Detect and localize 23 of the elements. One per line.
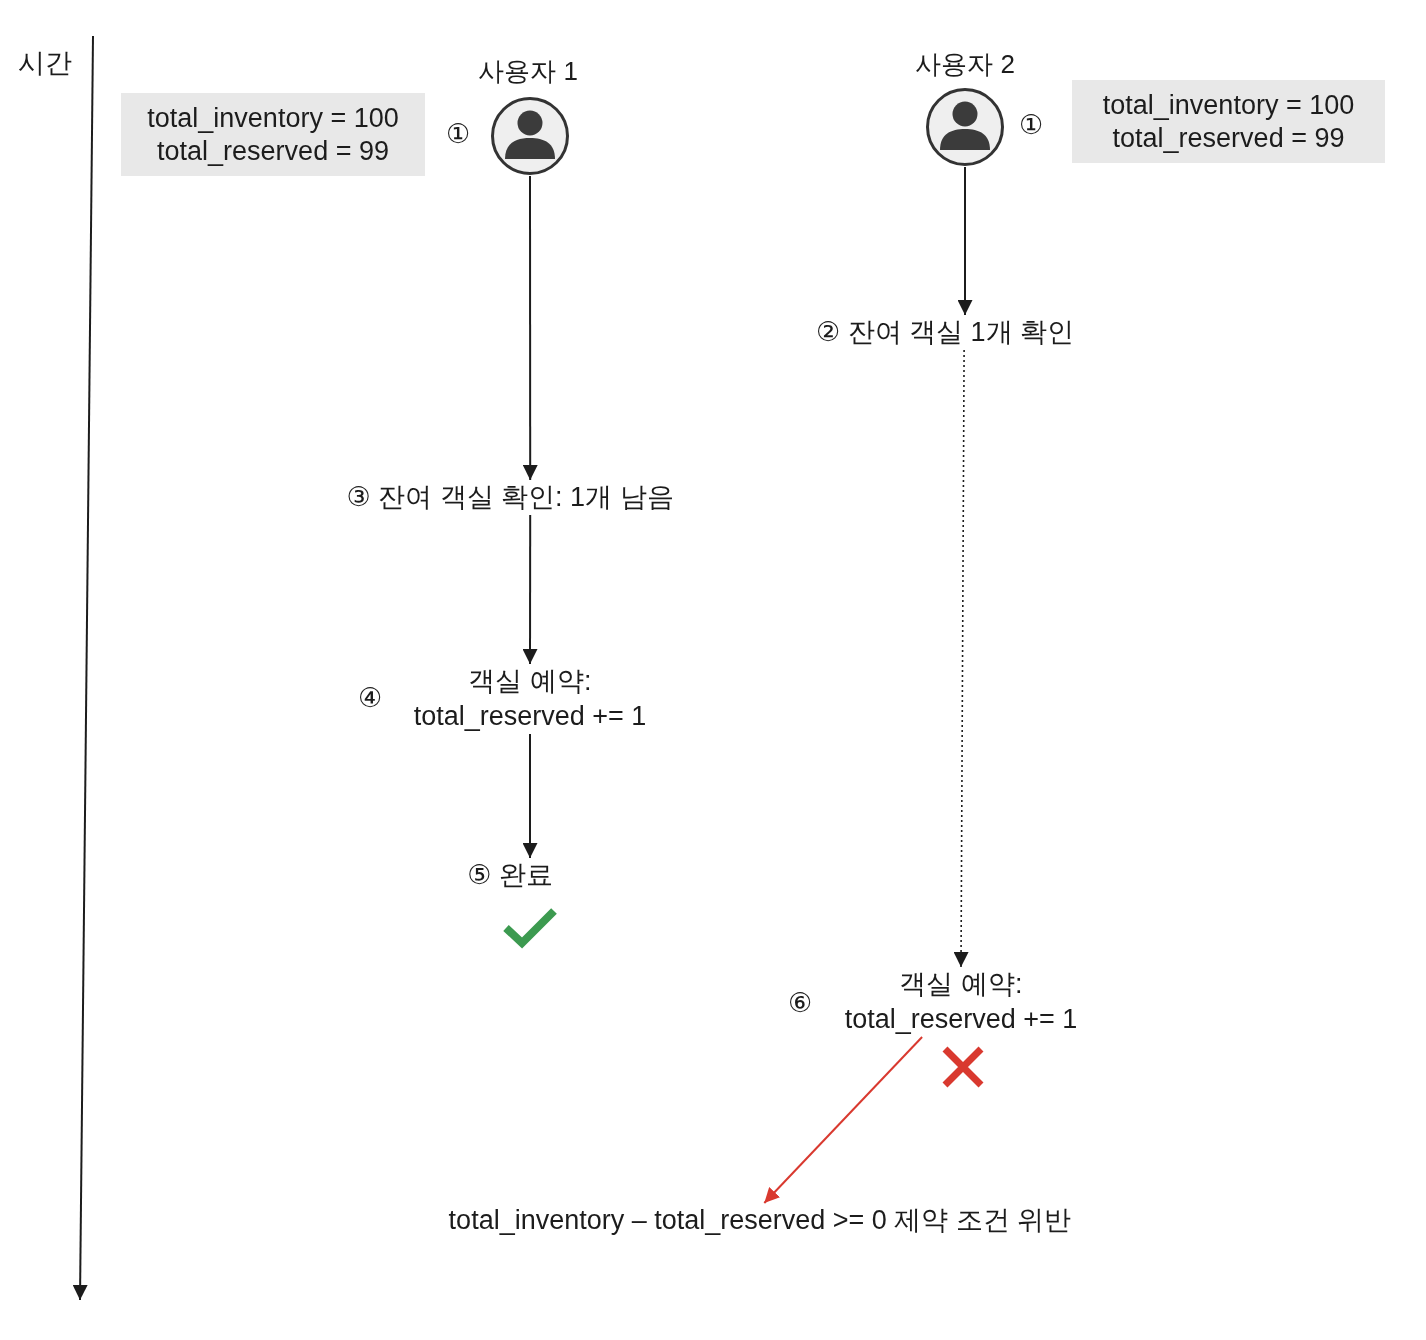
dotted-arrow — [953, 349, 969, 968]
callout-number: ④ — [358, 682, 383, 714]
code-text: total_inventory = 100 — [1102, 88, 1355, 122]
step-text: ③ 잔여 객실 확인: 1개 남음 — [330, 480, 690, 515]
arrow — [957, 166, 973, 316]
user-label: 사용자 1 — [477, 55, 579, 88]
code-text: total_inventory = 100 — [147, 101, 399, 135]
callout-number: ⑥ — [788, 987, 813, 1019]
user-label: 사용자 2 — [914, 48, 1016, 81]
callout-number: ① — [446, 118, 471, 150]
axis-label: 시간 — [18, 47, 72, 80]
step-text: ② 잔여 객실 1개 확인 — [800, 315, 1090, 350]
step-text: 객실 예약: total_reserved += 1 — [843, 968, 1079, 1036]
arrow — [763, 1036, 924, 1204]
arrow — [522, 175, 538, 481]
step-text: ⑤ 완료 — [440, 858, 580, 893]
code-text: total_reserved = 99 — [157, 134, 389, 168]
arrow — [522, 514, 538, 665]
step-text: 객실 예약: total_reserved += 1 — [412, 665, 648, 733]
arrow — [522, 733, 538, 859]
callout-number: ① — [1019, 109, 1044, 141]
step-text: total_inventory – total_reserved >= 0 제약 조건 위반 — [400, 1203, 1120, 1238]
code-text: total_reserved = 99 — [1112, 121, 1345, 155]
